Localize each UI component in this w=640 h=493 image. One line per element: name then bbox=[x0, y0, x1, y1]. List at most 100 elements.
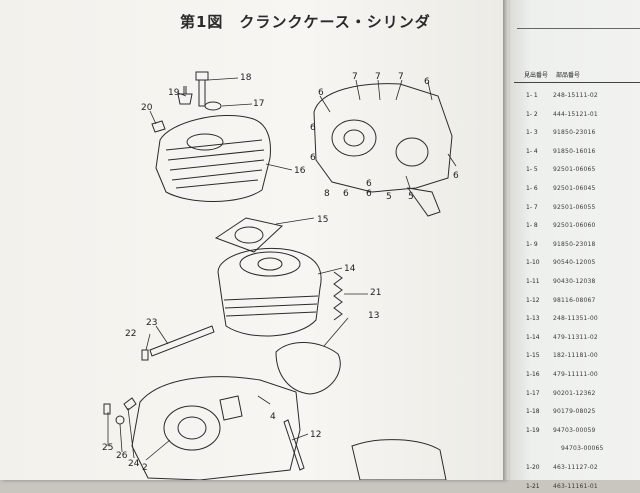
spark-plug-bolt-part bbox=[195, 71, 209, 107]
row-ref-number: 1-17 bbox=[526, 389, 540, 397]
cylinder-head-part bbox=[155, 115, 271, 202]
row-part-number: 479-11311-02 bbox=[553, 333, 598, 341]
small-washer-part bbox=[115, 415, 125, 425]
callout-25: 25 bbox=[102, 443, 113, 453]
row-ref-number: 1-16 bbox=[526, 371, 540, 378]
callout-4: 4 bbox=[270, 412, 276, 422]
row-ref-number: 1-13 bbox=[526, 315, 540, 323]
crankcase-right-part bbox=[313, 83, 453, 217]
spring-part bbox=[333, 271, 343, 321]
figure-title: 第1図 クランクケース・シリンダ bbox=[180, 13, 431, 31]
row-part-number: 444-15121-01 bbox=[553, 110, 598, 118]
callout-5a: 5 bbox=[386, 192, 392, 202]
callout-23: 23 bbox=[146, 318, 157, 328]
row-part-number: 92501-06060 bbox=[553, 222, 596, 230]
stud-bolt-part bbox=[283, 419, 305, 471]
callout-26: 26 bbox=[116, 451, 128, 461]
header-ref-label: 見出番号 bbox=[524, 72, 549, 79]
callout-20: 20 bbox=[141, 103, 153, 113]
row-part-number: 463-11127-02 bbox=[553, 464, 598, 471]
book-gutter bbox=[503, 0, 513, 480]
callout-17: 17 bbox=[253, 99, 264, 109]
row-part-number: 90430-12038 bbox=[553, 278, 596, 285]
row-ref-number: 1- 2 bbox=[526, 110, 538, 118]
plug-part bbox=[151, 120, 166, 133]
row-ref-number: 1-14 bbox=[526, 333, 540, 341]
row-part-number: 248-15111-02 bbox=[553, 92, 598, 99]
row-ref-number: 1- 9 bbox=[526, 240, 538, 248]
row-ref-number: 1-21 bbox=[526, 482, 540, 490]
row-part-number: 94703-00065 bbox=[561, 445, 604, 453]
callout-7c: 7 bbox=[398, 72, 404, 82]
cylinder-head-gasket-part bbox=[214, 217, 284, 253]
small-bolt-part bbox=[123, 397, 137, 411]
temperature-sensor-part bbox=[177, 86, 193, 105]
row-part-number: 92501-06055 bbox=[553, 203, 596, 211]
callout-6f: 6 bbox=[366, 179, 372, 189]
row-part-number: 98116-08067 bbox=[553, 296, 596, 304]
row-part-number: 91850-16016 bbox=[553, 147, 596, 155]
row-part-number: 248-11351-00 bbox=[553, 315, 598, 323]
row-ref-number: 1-11 bbox=[526, 278, 540, 285]
callout-6a: 6 bbox=[424, 77, 430, 87]
shaft-part bbox=[149, 325, 215, 357]
row-ref-number: 1-19 bbox=[526, 426, 540, 434]
callout-15: 15 bbox=[317, 215, 328, 225]
row-ref-number: 1- 7 bbox=[526, 203, 538, 211]
callout-24: 24 bbox=[128, 459, 140, 469]
callout-6b: 6 bbox=[318, 88, 324, 98]
callout-6e: 6 bbox=[343, 189, 349, 199]
row-part-number: 463-11161-01 bbox=[553, 482, 598, 490]
callout-16: 16 bbox=[294, 166, 306, 176]
callout-5b: 5 bbox=[408, 192, 414, 202]
row-part-number: 92501-06065 bbox=[553, 166, 596, 174]
cylinder-part bbox=[217, 247, 322, 337]
exploded-parts-diagram: 18 19 20 17 16 15 14 21 13 23 22 12 4 25… bbox=[102, 71, 459, 480]
callout-2: 2 bbox=[142, 463, 148, 473]
callout-13: 13 bbox=[368, 311, 379, 321]
row-part-number: 94703-00059 bbox=[553, 426, 596, 434]
callout-6c: 6 bbox=[310, 123, 316, 133]
header-part-label: 部品番号 bbox=[556, 72, 581, 79]
row-ref-number: 1-15 bbox=[526, 352, 540, 360]
callout-14: 14 bbox=[344, 264, 356, 274]
row-part-number: 92501-06045 bbox=[553, 185, 596, 192]
row-ref-number: 1- 4 bbox=[526, 147, 538, 155]
row-part-number: 90179-08025 bbox=[553, 408, 596, 416]
callout-18: 18 bbox=[240, 73, 252, 83]
callout-12: 12 bbox=[310, 430, 321, 440]
row-part-number: 91850-23018 bbox=[553, 240, 596, 248]
callout-8: 8 bbox=[324, 189, 330, 199]
dowel-pin-part bbox=[141, 349, 149, 361]
washer-part bbox=[204, 101, 222, 111]
row-part-number: 182-11181-00 bbox=[553, 352, 598, 360]
callout-19: 19 bbox=[168, 88, 180, 98]
row-part-number: 91850-23016 bbox=[553, 129, 596, 137]
row-ref-number: 1- 6 bbox=[526, 185, 538, 192]
row-ref-number: 1-12 bbox=[526, 296, 540, 304]
small-stud-part bbox=[103, 403, 111, 415]
right-page bbox=[510, 0, 640, 480]
callout-22: 22 bbox=[125, 329, 136, 339]
row-ref-number: 1- 8 bbox=[526, 222, 538, 230]
row-part-number: 90540-12005 bbox=[553, 259, 596, 267]
row-part-number: 479-11111-00 bbox=[553, 371, 598, 378]
cylinder-base-gasket-part bbox=[275, 341, 341, 395]
callout-6d: 6 bbox=[310, 153, 316, 163]
row-ref-number: 1-18 bbox=[526, 408, 540, 416]
left-page bbox=[0, 0, 505, 480]
row-ref-number: 1-20 bbox=[526, 464, 540, 471]
crankcase-right-edge bbox=[351, 439, 447, 480]
row-ref-number: 1- 3 bbox=[526, 129, 538, 137]
callout-21: 21 bbox=[370, 288, 381, 298]
row-part-number: 90201-12362 bbox=[553, 389, 596, 397]
crankcase-left-part bbox=[131, 376, 301, 480]
callout-7a: 7 bbox=[352, 72, 358, 82]
callout-6h: 6 bbox=[453, 171, 459, 181]
callout-7b: 7 bbox=[375, 72, 381, 82]
callout-6g: 6 bbox=[366, 189, 372, 199]
row-ref-number: 1- 5 bbox=[526, 166, 538, 174]
row-ref-number: 1- 1 bbox=[526, 92, 538, 99]
header-rule bbox=[517, 28, 640, 29]
row-ref-number: 1-10 bbox=[526, 259, 540, 267]
